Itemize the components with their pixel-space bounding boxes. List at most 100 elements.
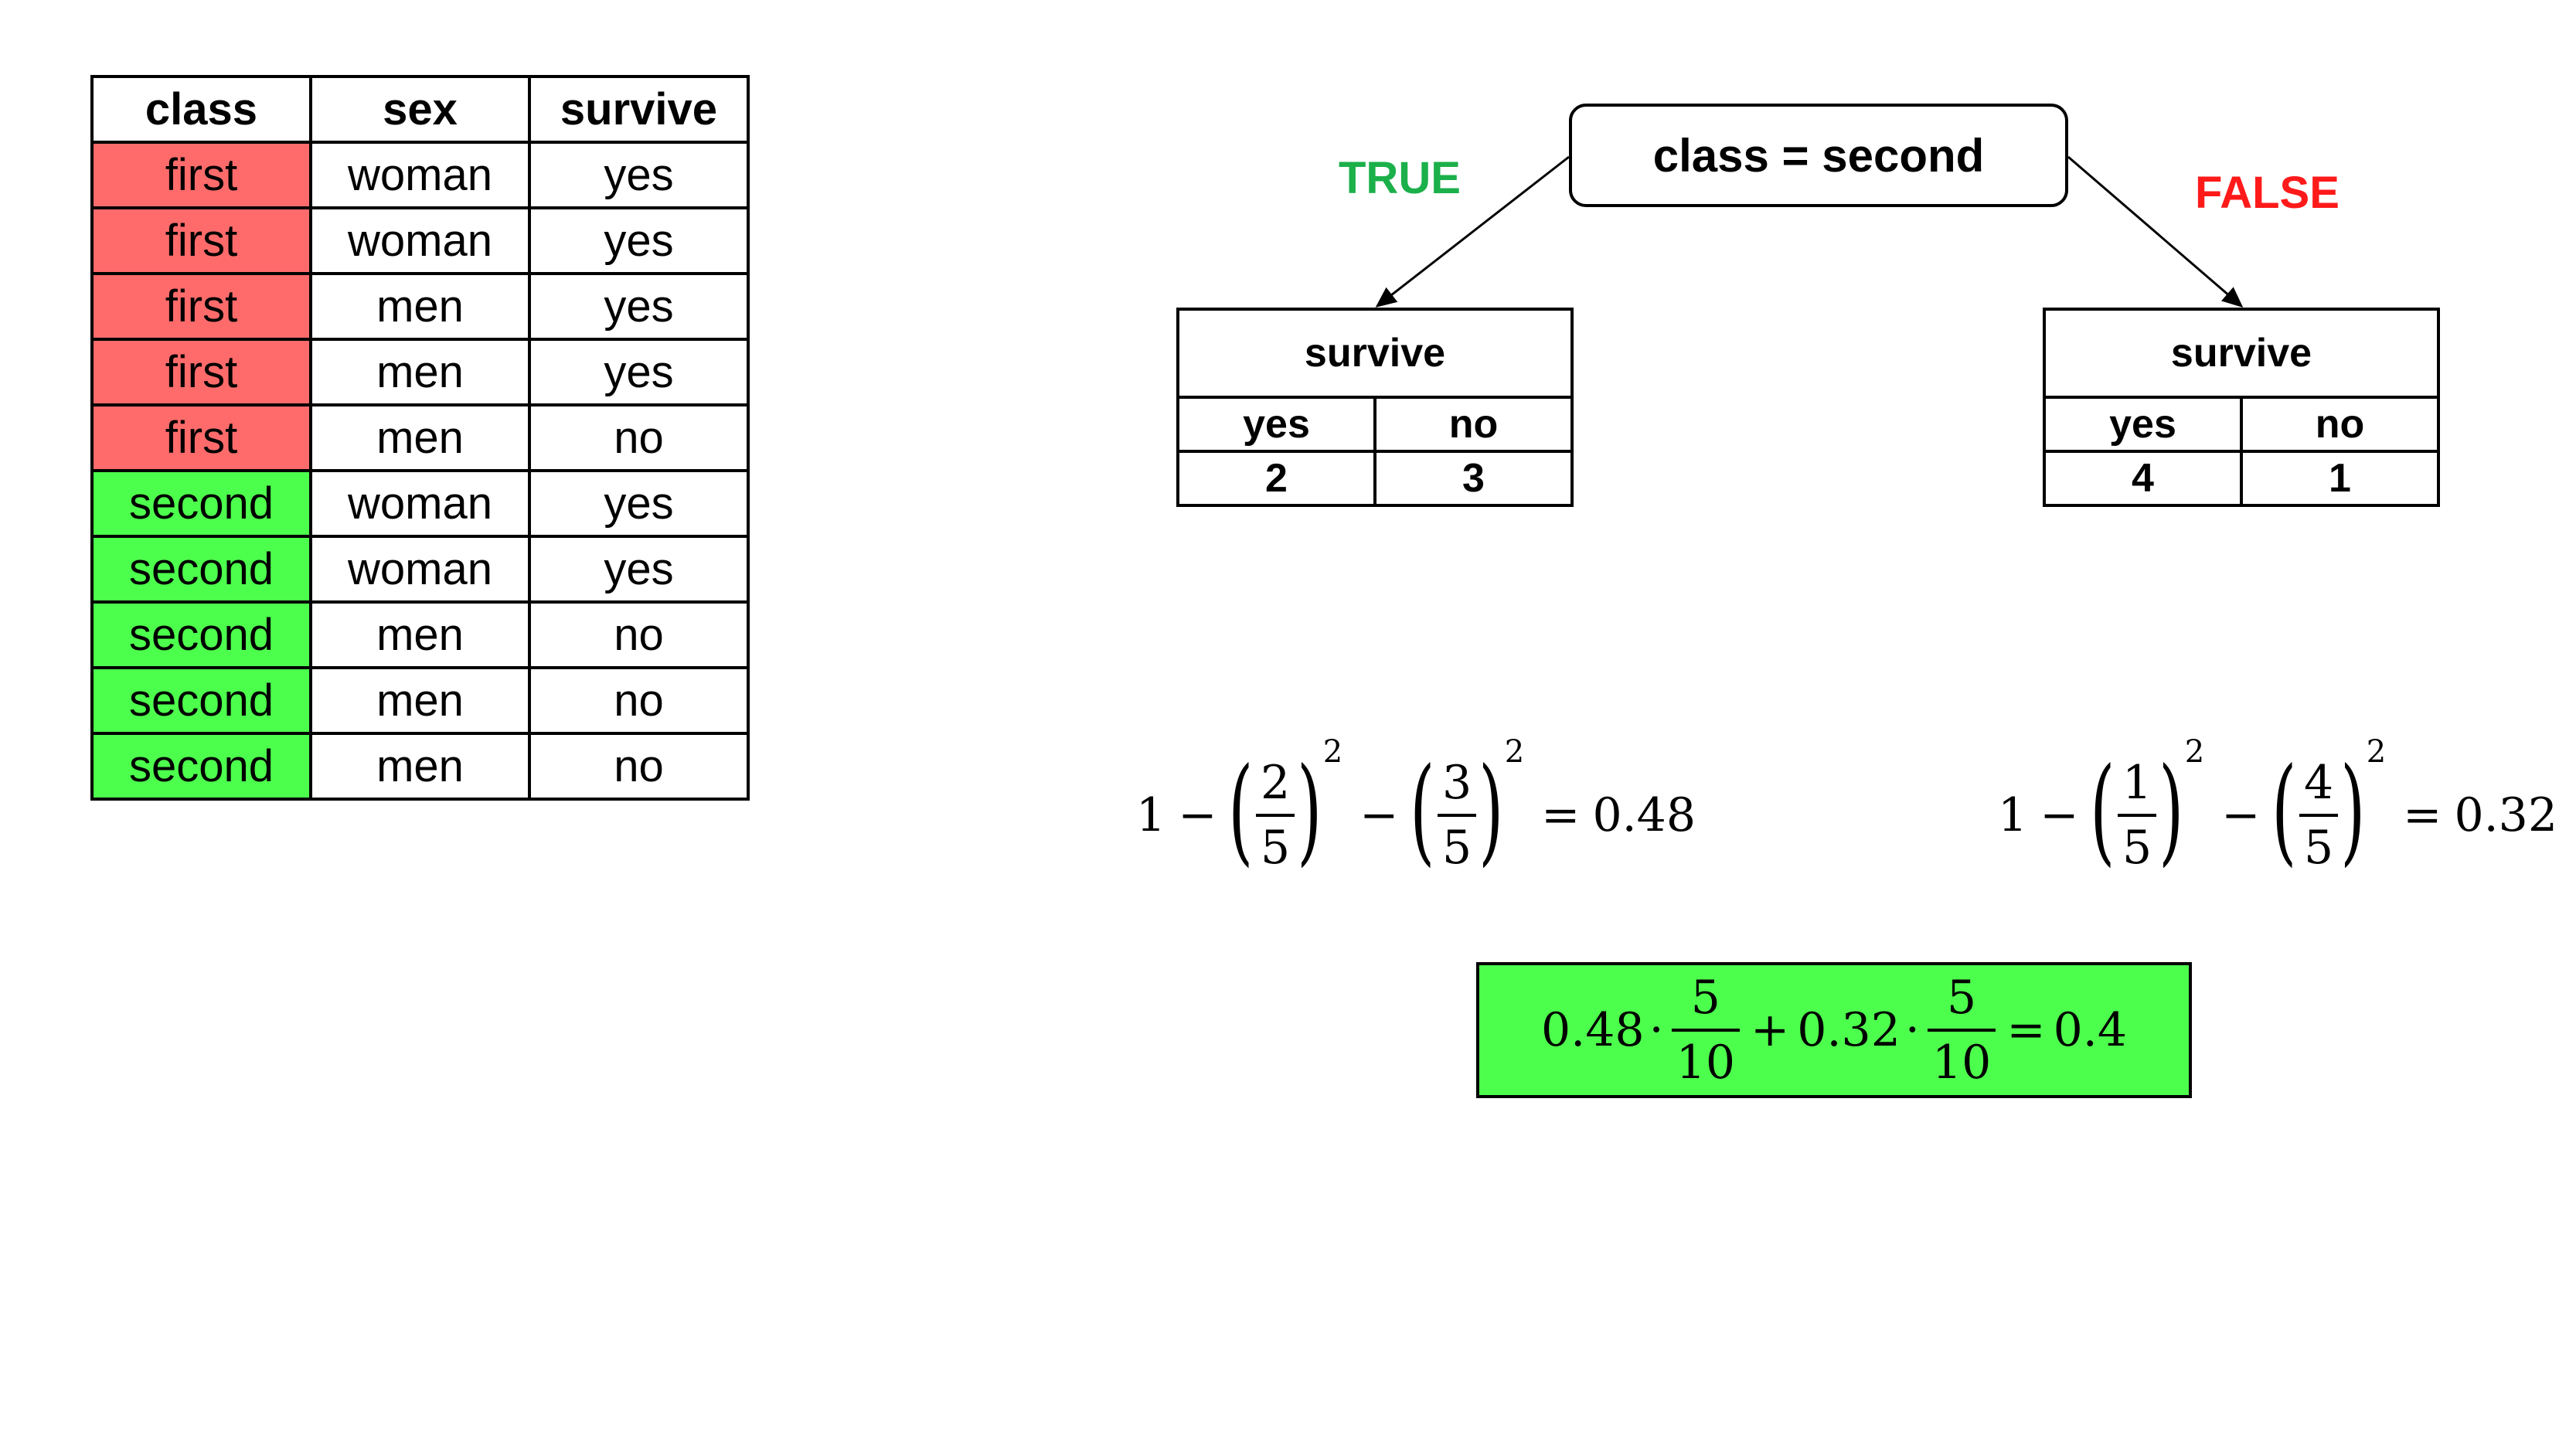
right-paren: )	[1479, 743, 1504, 878]
table-row: second woman yes	[90, 535, 750, 604]
table-row: first woman yes	[90, 206, 750, 275]
table-row: second men no	[90, 600, 750, 669]
leaf-title: survive	[1176, 308, 1574, 399]
table-row: second men no	[90, 666, 750, 735]
leaf-false-table: survive yes no 4 1	[2043, 308, 2440, 507]
cell-sex: men	[309, 272, 531, 341]
cell-class: first	[90, 141, 312, 209]
fraction-numerator: 4	[2303, 756, 2334, 810]
cell-sex: men	[309, 338, 531, 406]
cell-survive: no	[528, 732, 750, 801]
weighted-gini-formula: 0.48 · 5 10 + 0.32 · 5 10 = 0.4	[1541, 975, 2127, 1086]
cell-sex: men	[309, 600, 531, 669]
cell-survive: no	[528, 403, 750, 472]
exponent: 2	[1504, 734, 1525, 770]
cell-survive: no	[528, 666, 750, 735]
cell-sex: woman	[309, 469, 531, 538]
exponent: 2	[2366, 734, 2387, 770]
fraction-denominator: 5	[1437, 814, 1477, 871]
cell-survive: yes	[528, 272, 750, 341]
multiply-dot: ·	[1649, 1003, 1664, 1057]
fraction-numerator: 5	[1690, 971, 1720, 1025]
header-survive: survive	[528, 75, 750, 144]
edge-true-arrow	[1375, 155, 1570, 308]
leaf-title: survive	[2043, 308, 2440, 399]
multiply-dot: ·	[1904, 1003, 1920, 1057]
weighted-gini-result: 0.4	[2053, 1003, 2128, 1057]
equals-sign: =	[2006, 1003, 2046, 1057]
header-class: class	[90, 75, 312, 144]
gini-true-value: 0.48	[1540, 1003, 1645, 1057]
cell-class: first	[90, 272, 312, 341]
leaf-true-table: survive yes no 2 3	[1176, 308, 1574, 507]
table-row: second woman yes	[90, 469, 750, 538]
cell-sex: woman	[309, 535, 531, 604]
cell-sex: woman	[309, 141, 531, 209]
cell-survive: yes	[528, 338, 750, 406]
gini-result: 0.48	[1592, 788, 1696, 842]
right-paren: )	[1297, 743, 1322, 878]
left-paren: (	[2271, 743, 2297, 878]
fraction-no: 3 5	[1437, 760, 1477, 871]
table-row: first men no	[90, 403, 750, 472]
right-paren: )	[2159, 743, 2184, 878]
titanic-data-table: class sex survive first woman yes first …	[90, 75, 750, 801]
left-paren: (	[1410, 743, 1435, 878]
fraction-yes: 4 5	[2299, 756, 2339, 871]
table-row: first woman yes	[90, 141, 750, 209]
equals-sign: =	[2403, 788, 2442, 842]
weight-false: 5 10	[1927, 971, 1996, 1086]
gini-false-formula: 1 − ( 1 5 ) 2 − ( 4 5 ) 2 = 0.32	[1998, 734, 2557, 889]
weighted-gini-box: 0.48 · 5 10 + 0.32 · 5 10 = 0.4	[1476, 962, 2192, 1098]
table-row: first men yes	[90, 272, 750, 341]
cell-sex: woman	[309, 206, 531, 275]
cell-class: first	[90, 206, 312, 275]
table-row: first men yes	[90, 338, 750, 406]
plus-sign: +	[1751, 1003, 1790, 1057]
leaf-no-header: no	[1373, 396, 1574, 453]
leaf-yes-count: 2	[1176, 450, 1376, 507]
weight-true: 5 10	[1671, 971, 1740, 1086]
left-paren: (	[2090, 743, 2115, 878]
leaf-yes-count: 4	[2043, 450, 2243, 507]
fraction-numerator: 5	[1947, 971, 1977, 1025]
minus-sign: −	[1359, 788, 1399, 842]
header-sex: sex	[309, 75, 531, 144]
fraction-numerator: 1	[2122, 756, 2152, 810]
left-paren: (	[1228, 743, 1254, 878]
fraction-denominator: 5	[1256, 814, 1295, 871]
cell-class: first	[90, 403, 312, 472]
cell-survive: yes	[528, 535, 750, 604]
edge-false-arrow	[2067, 155, 2244, 308]
leaf-no-header: no	[2240, 396, 2440, 453]
cell-class: second	[90, 600, 312, 669]
cell-class: second	[90, 469, 312, 538]
gini-true-formula: 1 − ( 2 5 ) 2 − ( 3 5 ) 2 = 0.48	[1136, 734, 1696, 889]
cell-sex: men	[309, 403, 531, 472]
cell-survive: no	[528, 600, 750, 669]
minus-sign: −	[2040, 788, 2079, 842]
table-row: second men no	[90, 732, 750, 801]
cell-survive: yes	[528, 206, 750, 275]
cell-survive: yes	[528, 469, 750, 538]
fraction-numerator: 2	[1261, 756, 1291, 810]
root-node: class = second	[1569, 104, 2068, 207]
cell-class: first	[90, 338, 312, 406]
exponent: 2	[2184, 734, 2205, 770]
cell-class: second	[90, 666, 312, 735]
root-condition: class = second	[1652, 129, 1985, 182]
fraction-denominator: 10	[1671, 1029, 1740, 1086]
exponent: 2	[1322, 734, 1343, 770]
minus-sign: −	[2221, 788, 2261, 842]
leaf-no-count: 1	[2240, 450, 2440, 507]
cell-class: second	[90, 535, 312, 604]
right-paren: )	[2340, 743, 2366, 878]
true-branch-label: TRUE	[1339, 153, 1461, 203]
false-branch-label: FALSE	[2195, 168, 2339, 218]
cell-class: second	[90, 732, 312, 801]
leaf-yes-header: yes	[2043, 396, 2243, 453]
fraction-denominator: 10	[1927, 1029, 1996, 1086]
cell-survive: yes	[528, 141, 750, 209]
fraction-yes: 2 5	[1256, 760, 1295, 871]
